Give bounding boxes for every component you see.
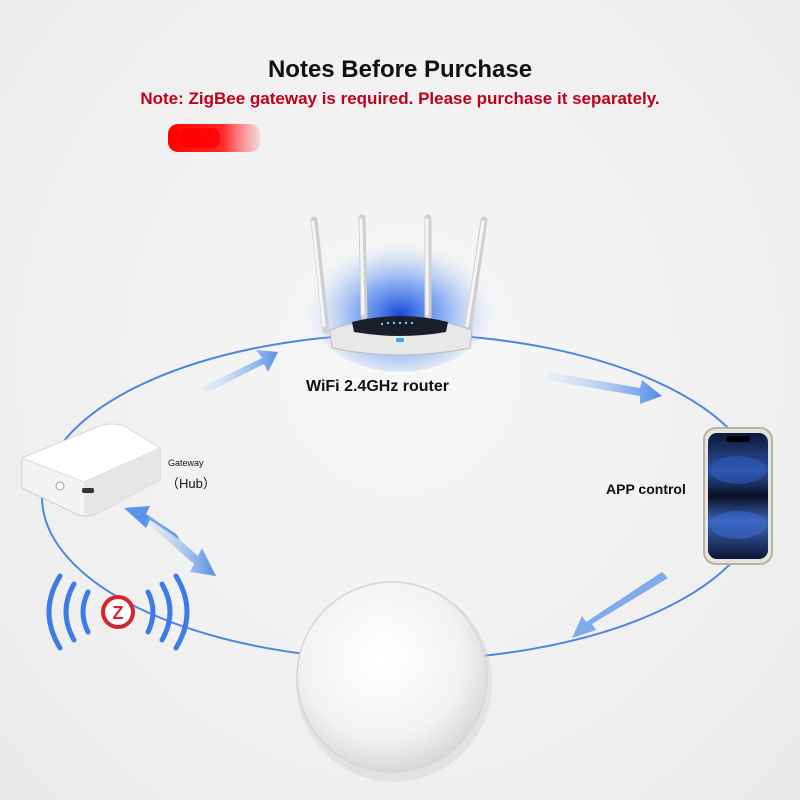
flow-arrow-sensor-to-gateway bbox=[124, 506, 180, 540]
page-title: Notes Before Purchase bbox=[267, 56, 533, 83]
flow-arrow-to-sensor bbox=[572, 572, 668, 638]
gateway-label: Gateway bbox=[168, 458, 204, 468]
flow-arrow-to-router bbox=[200, 350, 278, 394]
purchase-note: Note: ZigBee gateway is required. Please… bbox=[140, 89, 660, 108]
app-control-label: APP control bbox=[606, 481, 686, 497]
router-label: WiFi 2.4GHz router bbox=[306, 378, 449, 395]
round-sensor-icon bbox=[296, 581, 492, 782]
red-highlight-mark bbox=[168, 124, 260, 152]
zigbee-signal-icon bbox=[46, 573, 190, 651]
zigbee-gateway-icon bbox=[20, 423, 162, 517]
smartphone-icon bbox=[703, 427, 773, 565]
zigbee-logo-icon: Z bbox=[101, 595, 135, 629]
flow-arrow-to-phone bbox=[546, 372, 662, 404]
zigbee-logo-letter: Z bbox=[113, 603, 124, 623]
hub-label: （Hub） bbox=[166, 476, 216, 491]
wifi-router-icon bbox=[305, 214, 495, 372]
flow-arrow-gateway-to-sensor bbox=[146, 514, 216, 576]
